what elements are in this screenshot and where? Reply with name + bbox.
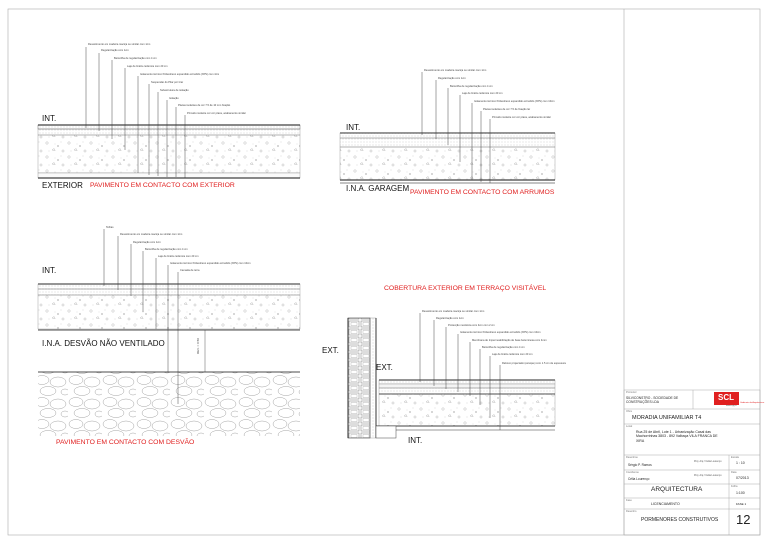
detail3-title: PAVIMENTO EM CONTACTO COM DESVÃO <box>56 439 195 446</box>
local-label: Local <box>626 425 633 428</box>
detail3-note: Laje de lintéis cerâmica com 20 cm <box>158 255 199 258</box>
detail2-ext-label: I.N.A. GARAGEM <box>346 184 410 193</box>
detail2-title: PAVIMENTO EM CONTACTO COM ARRUMOS <box>410 189 555 196</box>
obra-label: Obra <box>626 410 632 413</box>
detail4-note: Protecção mecânica com 4cm com 2 cm <box>448 324 495 327</box>
detail1-note: Revestimento em madeira maciça ou simila… <box>88 43 151 46</box>
detail3-note: Isolamento térmico Poliestireno expandid… <box>170 262 251 265</box>
desenho-value: PORMENORES CONSTRUTIVOS <box>641 517 719 523</box>
detail2-note: Primário isolante cor cor placa, acabame… <box>492 116 551 119</box>
detail4-note: Revestimento em madeira maciça ou simila… <box>422 310 485 313</box>
detail3-note: Camada de terra <box>180 269 200 272</box>
detail3-note: Betonilha de regularização com 4 cm <box>145 248 188 251</box>
detail-floor-storage <box>339 72 556 184</box>
especialidade: ARQUITECTURA <box>651 486 703 493</box>
detail4-note: Isolamento térmico Poliestireno expandid… <box>460 331 541 334</box>
desenhou-name: Sérgio P. Ramos <box>628 463 652 467</box>
detail3-note: Revestimento em madeira maciça ou simila… <box>120 233 183 236</box>
detail2-note: Isolamento térmico Poliestireno expandid… <box>474 100 555 103</box>
detail1-note: Suspensão do Pilar por tirar <box>151 81 184 84</box>
detail-floor-exterior <box>37 47 301 179</box>
detail2-note: Laje de lintéis cerâmica com 20 cm <box>462 92 503 95</box>
note-arquiteto-2: Proj. Arq.ª Célia Lourenço <box>694 474 722 477</box>
sheet-number: 12 <box>736 512 751 527</box>
detail4-title: COBERTURA EXTERIOR EM TERRAÇO VISITÁVEL <box>384 285 547 292</box>
detail4-note: Laje de lintéis cerâmica com 20 cm <box>492 353 533 356</box>
detail2-note: Regularização com 1cm <box>438 77 466 80</box>
escala-label: Escala <box>731 456 739 459</box>
detail1-note: Isolamento térmico Poliestireno expandid… <box>140 73 220 76</box>
detail-floor-attic <box>37 229 301 436</box>
promotor-name: SILVICONSTRO - SOCIEDADE DE CONSTRUÇÕES … <box>626 396 679 404</box>
detail4-note: Membrana de Impermeabilização de base be… <box>472 339 547 342</box>
brand-url: www.cgl.pt <box>726 405 737 407</box>
note-arquiteto-1: Proj. Arq.ª Célia Lourenço <box>694 460 722 463</box>
detail1-note: Primário isolante cor cor placa, acabame… <box>187 112 246 115</box>
detail1-note: Placas isolantes de cor 7.5 de 10 mm fix… <box>178 104 231 107</box>
fase-value: LICENCIAMENTO <box>651 502 680 506</box>
detail1-note: Betonilha de regularização com 4 cm <box>114 57 157 60</box>
data-value: 07/2013 <box>736 476 749 480</box>
brand-logo: SCL <box>718 393 734 402</box>
detail4-note: Betonilha de regularização com 4 cm <box>482 346 525 349</box>
brand-logo-block <box>714 392 739 405</box>
detail3-int-label: INT. <box>42 266 57 275</box>
detail3-dimension: REV. = 0.50 <box>196 338 200 354</box>
detail3-note: Telhas <box>106 226 114 229</box>
detail-terrace-roof <box>347 313 556 439</box>
detail4-note: Reboco projectado (estuque) com 1.5 cm d… <box>502 362 566 365</box>
escala-value: 1 : 10 <box>736 461 745 465</box>
obra-name: MORADIA UNIFAMILIAR T4 <box>632 415 702 421</box>
detail1-note: Subestrutura de isolação <box>160 89 189 92</box>
fase-label: Fase <box>626 499 632 502</box>
folha-label: Folha <box>731 485 738 488</box>
detail4-ext-label: EXT. <box>376 363 393 372</box>
detail2-note: Revestimento em madeira maciça ou simila… <box>424 69 487 72</box>
coordenou-name: Célia Lourenço <box>628 477 650 481</box>
local-address: Rua 25 de Abril, Lote 1 - Urbanização Ca… <box>636 430 718 443</box>
sheet-border <box>7 8 761 536</box>
detail2-note: Betonilha de regularização com 4 cm <box>450 85 493 88</box>
brand-subtitle: Gabinete de Arquitectura <box>740 402 765 404</box>
desenhou-label: Desenhou <box>626 456 638 459</box>
detail1-int-label: INT. <box>42 114 57 123</box>
detail1-ext-label: EXTERIOR <box>42 181 83 190</box>
detail1-note: Regularização com 1cm <box>101 49 129 52</box>
detail2-note: Placas isolantes de cor 7.5 de fixação l… <box>483 108 531 111</box>
coordenou-label: Coordenou <box>626 471 639 474</box>
tipo-value: FASE 1 <box>736 502 747 506</box>
detail1-note: Laje de lintéis cerâmica com 20 cm <box>127 65 168 68</box>
detail4-ext-left-label: EXT. <box>322 346 339 355</box>
detail3-note: Regularização com 1cm <box>133 241 161 244</box>
data-label: Data <box>731 471 737 474</box>
detail2-int-label: INT. <box>346 123 361 132</box>
detail4-int-label: INT. <box>408 436 423 445</box>
title-block-grid <box>623 389 761 536</box>
detail1-note: Isolação <box>169 97 179 100</box>
formato-value: 1:100 <box>736 491 745 495</box>
detail3-ext-label: I.N.A. DESVÃO NÃO VENTILADO <box>42 339 165 348</box>
promotor-label: Promotor <box>626 391 637 394</box>
desenho-label: Desenho <box>626 510 637 513</box>
detail4-note: Regularização com 1cm <box>436 317 464 320</box>
detail1-title: PAVIMENTO EM CONTACTO COM EXTERIOR <box>90 182 235 189</box>
